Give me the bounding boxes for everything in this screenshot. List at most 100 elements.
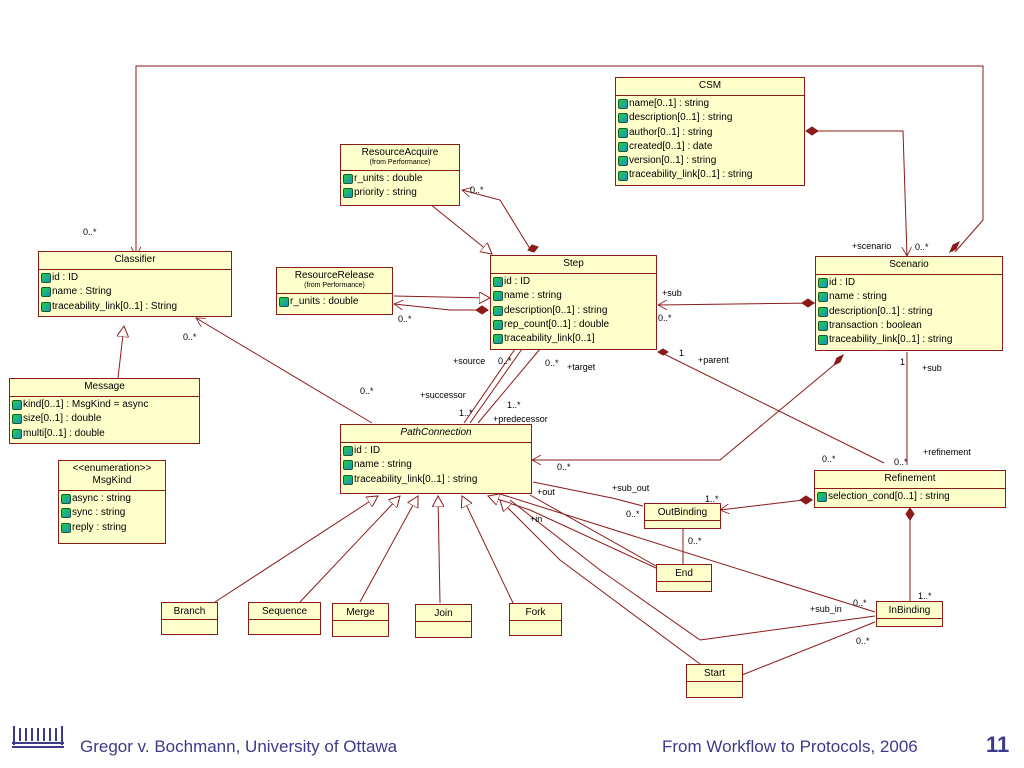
attribute: id : ID <box>343 444 529 458</box>
edge-inbinding-start2 <box>741 621 876 676</box>
class-classifier[interactable]: Classifier id : ID name : String traceab… <box>38 251 232 317</box>
edge-step-refinement <box>659 351 885 464</box>
attribute: name : string <box>493 289 654 303</box>
class-name: ResourceRelease <box>294 270 375 281</box>
edge-start-pc2 <box>509 499 701 641</box>
attribute: traceability_link[0..1] : string <box>618 168 802 182</box>
role-label: +predecessor <box>493 414 548 424</box>
attribute-icon <box>618 142 628 153</box>
class-fork[interactable]: Fork <box>509 603 562 636</box>
attribute: transaction : boolean <box>818 319 1000 333</box>
mult-label: 1 <box>679 348 685 358</box>
attribute-icon <box>818 306 828 317</box>
edge-ra-step-gen <box>429 203 492 254</box>
edge-refinement-outbinding <box>720 498 813 510</box>
edge-pc-end <box>529 494 657 567</box>
mult-label: 0..* <box>183 332 197 342</box>
diamond-step-rr <box>475 305 489 315</box>
class-name: Fork <box>510 604 561 621</box>
footer-title: From Workflow to Protocols, 2006 <box>662 737 918 756</box>
class-start[interactable]: Start <box>686 664 743 698</box>
attribute: version[0..1] : string <box>618 154 802 168</box>
class-end[interactable]: End <box>656 564 712 592</box>
attribute: name[0..1] : string <box>618 97 802 111</box>
class-scenario[interactable]: Scenario id : ID name : string descripti… <box>815 256 1003 351</box>
diamond-scenario-step <box>801 298 815 308</box>
class-out-binding[interactable]: OutBinding <box>644 503 721 529</box>
attribute-icon <box>618 113 628 124</box>
class-path-connection[interactable]: PathConnection id : ID name : string tra… <box>340 424 532 494</box>
attribute-icon <box>343 460 353 471</box>
mult-label: 0..* <box>470 185 484 195</box>
role-label: +sub <box>922 363 942 373</box>
attribute: rep_count[0..1] : double <box>493 318 654 332</box>
attribute-icon <box>41 301 51 312</box>
mult-label: 0..* <box>856 636 870 646</box>
attribute-icon <box>12 400 22 411</box>
class-resource-release[interactable]: ResourceRelease(from Performance) r_unit… <box>276 267 393 315</box>
attribute-icon <box>12 428 22 439</box>
class-refinement[interactable]: Refinement selection_cond[0..1] : string <box>814 470 1006 508</box>
edge-csm-scenario <box>812 130 907 256</box>
attribute-list: id : ID name : string description[0..1] … <box>491 274 656 347</box>
class-msgkind[interactable]: <<enumeration>>MsgKind async : string sy… <box>58 460 166 544</box>
role-label: +successor <box>420 390 466 400</box>
attribute-icon <box>618 156 628 167</box>
class-resource-acquire[interactable]: ResourceAcquire(from Performance) r_unit… <box>340 144 460 206</box>
class-merge[interactable]: Merge <box>332 603 389 637</box>
mult-label: 0..* <box>557 462 571 472</box>
class-join[interactable]: Join <box>415 604 472 638</box>
attribute: reply : string <box>61 521 163 535</box>
edge-join-pc <box>438 496 440 604</box>
attribute: description[0..1] : string <box>818 305 1000 319</box>
class-name: CSM <box>616 78 804 96</box>
attribute-icon <box>12 414 22 425</box>
attribute: selection_cond[0..1] : string <box>817 490 1003 504</box>
attribute-list: selection_cond[0..1] : string <box>815 489 1005 505</box>
mult-label: 0..* <box>83 227 97 237</box>
attribute: traceability_link[0..1] <box>493 332 654 346</box>
attribute: traceability_link[0..1] : string <box>343 473 529 487</box>
mult-label: 0..* <box>894 457 908 467</box>
edge-pc-outbinding <box>532 481 644 507</box>
class-name: ResourceAcquire <box>361 147 439 158</box>
class-name: Refinement <box>815 471 1005 489</box>
class-step[interactable]: Step id : ID name : string description[0… <box>490 255 657 350</box>
class-header: <<enumeration>>MsgKind <box>59 461 165 491</box>
mult-label: 1..* <box>507 400 521 410</box>
mult-label: 0..* <box>498 356 512 366</box>
attribute-list: async : string sync : string reply : str… <box>59 491 165 536</box>
attribute-list: kind[0..1] : MsgKind = async size[0..1] … <box>10 397 199 442</box>
class-csm[interactable]: CSM name[0..1] : string description[0..1… <box>615 77 805 186</box>
attribute: traceability_link[0..1] : String <box>41 300 229 314</box>
attribute-icon <box>493 305 503 316</box>
class-sequence[interactable]: Sequence <box>248 602 321 635</box>
attribute-icon <box>61 522 71 533</box>
class-branch[interactable]: Branch <box>161 602 218 635</box>
attribute-list: r_units : double <box>277 294 392 310</box>
edge-step-pc-target <box>469 348 523 424</box>
attribute: id : ID <box>818 276 1000 290</box>
class-name: Merge <box>333 604 388 621</box>
mult-label: 1..* <box>705 494 719 504</box>
attribute-icon <box>41 287 51 298</box>
attribute-list: r_units : double priority : string <box>341 171 459 202</box>
class-in-binding[interactable]: InBinding <box>876 601 943 627</box>
edge-step-ra <box>462 190 533 253</box>
edge-fork-pc <box>462 496 514 604</box>
edge-pc-inbinding <box>499 493 876 613</box>
attribute: r_units : double <box>279 295 390 309</box>
class-name: OutBinding <box>645 504 720 521</box>
role-label: +out <box>537 487 555 497</box>
attribute-icon <box>279 297 289 308</box>
university-logo-icon <box>12 726 64 748</box>
attribute-icon <box>818 278 828 289</box>
diamond-refinement-ob <box>799 495 813 505</box>
attribute-icon <box>493 291 503 302</box>
class-message[interactable]: Message kind[0..1] : MsgKind = async siz… <box>9 378 200 444</box>
attribute: description[0..1] : string <box>493 304 654 318</box>
mult-label: 1..* <box>459 408 473 418</box>
mult-label: 0..* <box>822 454 836 464</box>
class-name: MsgKind <box>92 475 132 486</box>
